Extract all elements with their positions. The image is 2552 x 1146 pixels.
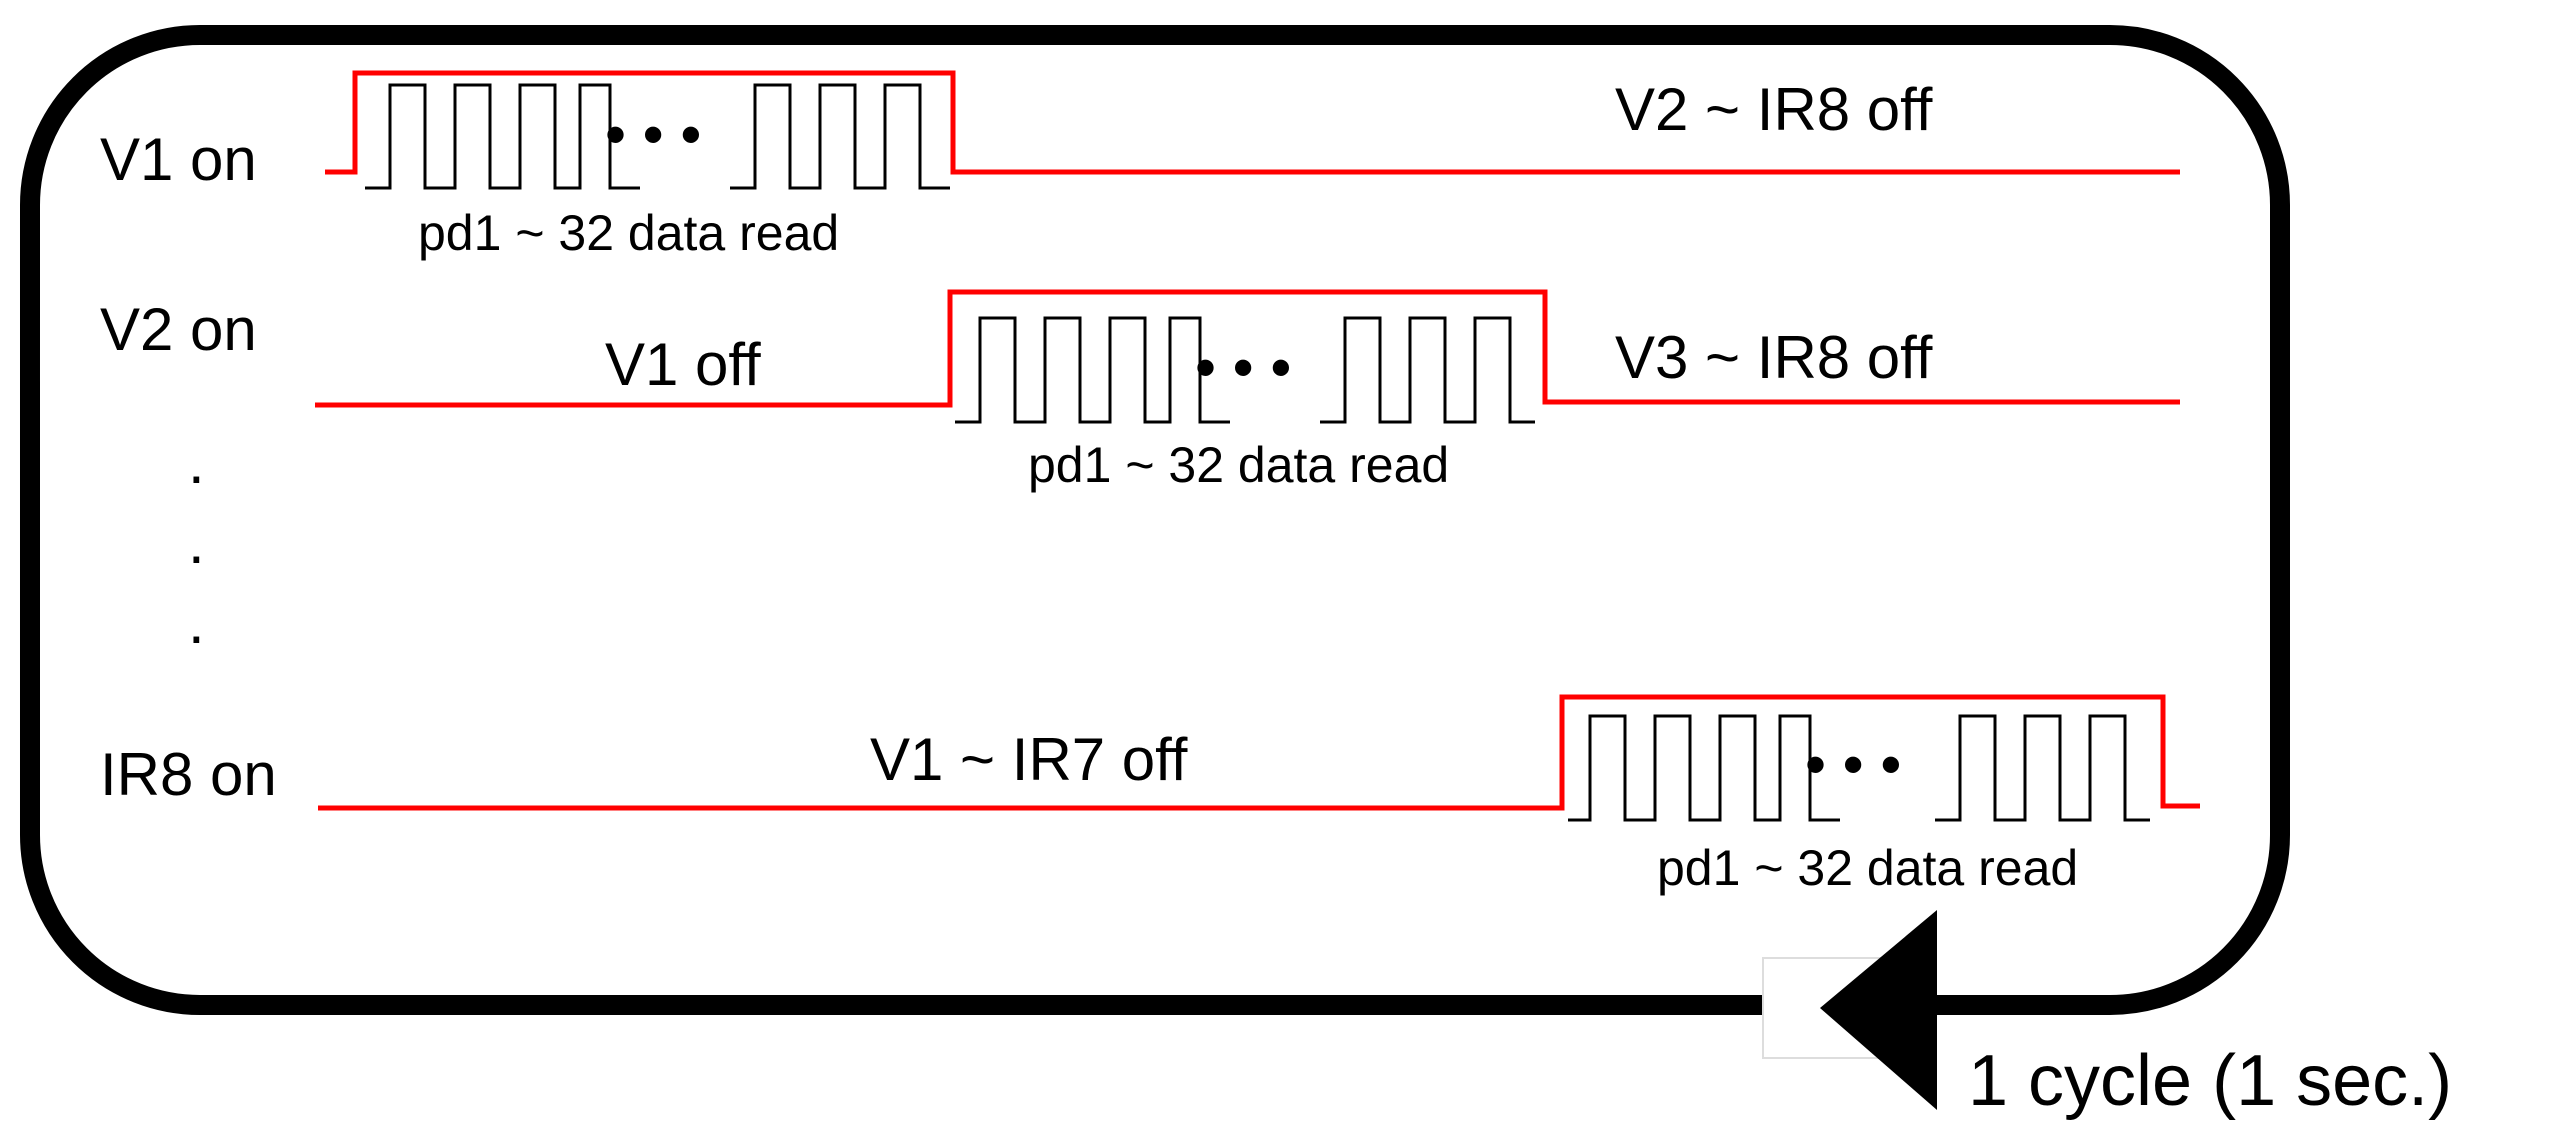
signal-line-v2	[315, 289, 2180, 408]
row-label-ir8: IR8 on	[100, 741, 277, 808]
pulse-ellipsis-v1: • • •	[605, 101, 701, 168]
off-label-v2-after: V3 ~ IR8 off	[1615, 324, 1933, 391]
off-label-ir8-before: V1 ~ IR7 off	[870, 726, 1188, 793]
signal-line-v1	[325, 70, 2180, 175]
clock-pulses-ir8-right	[1935, 714, 2150, 822]
left-arrow-icon	[1820, 910, 1937, 1110]
vertical-ellipsis-2: .	[188, 509, 205, 576]
pulse-ellipsis-v2: • • •	[1195, 334, 1291, 401]
row-label-v2: V2 on	[100, 296, 257, 363]
cycle-loop-frame	[20, 25, 2290, 1015]
data-read-label-v1: pd1 ~ 32 data read	[418, 205, 839, 261]
clock-pulses-ir8-left	[1568, 714, 1840, 822]
vertical-ellipsis-3: .	[188, 589, 205, 656]
row-label-v1: V1 on	[100, 126, 257, 193]
data-read-label-ir8: pd1 ~ 32 data read	[1657, 840, 2078, 896]
clock-pulses-v2-right	[1320, 316, 1535, 424]
data-read-label-v2: pd1 ~ 32 data read	[1028, 437, 1449, 493]
signal-line-ir8	[318, 694, 2200, 811]
cycle-label: 1 cycle (1 sec.)	[1968, 1041, 2452, 1121]
pulse-ellipsis-ir8: • • •	[1805, 731, 1901, 798]
off-label-v2-before: V1 off	[605, 331, 761, 398]
clock-pulses-v2-left	[955, 316, 1230, 424]
vertical-ellipsis-1: .	[188, 429, 205, 496]
off-label-v1-after: V2 ~ IR8 off	[1615, 76, 1933, 143]
clock-pulses-v1-right	[730, 83, 950, 190]
clock-pulses-v1-left	[365, 83, 640, 190]
